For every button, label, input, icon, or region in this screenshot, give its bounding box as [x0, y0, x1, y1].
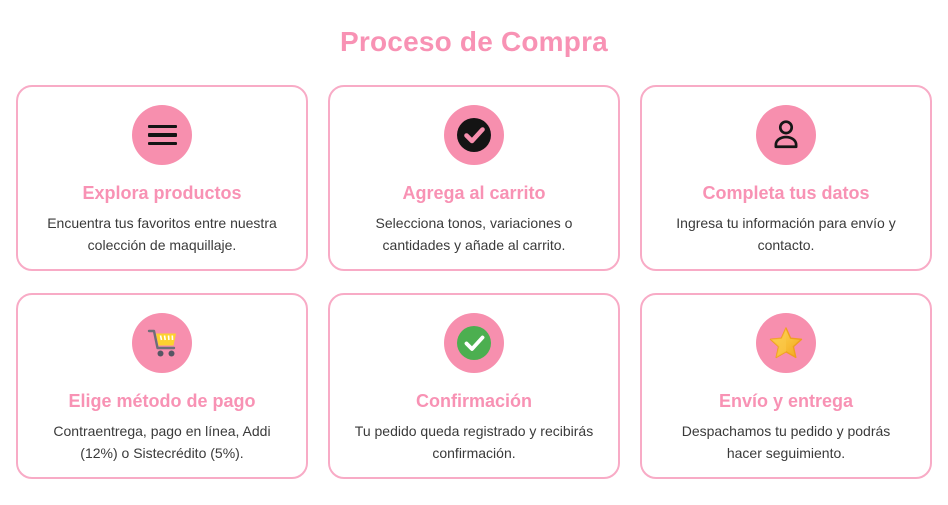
page-title: Proceso de Compra	[340, 26, 608, 57]
card-description: Contraentrega, pago en línea, Addi (12%)…	[53, 423, 271, 461]
card-envio-y-entrega: Envío y entrega Despachamos tu pedido y …	[640, 293, 932, 479]
card-agrega-al-carrito: Agrega al carrito Selecciona tonos, vari…	[328, 85, 620, 271]
card-title: Confirmación	[415, 391, 532, 411]
card-title: Completa tus datos	[702, 183, 870, 203]
card-title: Elige método de pago	[68, 391, 256, 411]
star-icon	[756, 313, 816, 373]
card-description: Selecciona tonos, variaciones o cantidad…	[375, 215, 573, 253]
green-check-icon	[444, 313, 504, 373]
card-explora-productos: Explora productos Encuentra tus favorito…	[16, 85, 308, 271]
card-description: Despachamos tu pedido y podrás hacer seg…	[681, 423, 891, 461]
card-description: Tu pedido queda registrado y recibirás c…	[354, 423, 594, 461]
card-title: Explora productos	[82, 183, 242, 203]
process-steps-grid: Explora productos Encuentra tus favorito…	[0, 85, 948, 479]
card-description: Ingresa tu información para envío y cont…	[676, 215, 896, 253]
card-confirmacion: Confirmación Tu pedido queda registrado …	[328, 293, 620, 479]
person-icon	[756, 105, 816, 165]
cart-icon	[132, 313, 192, 373]
card-elige-metodo-de-pago: Elige método de pago Contraentrega, pago…	[16, 293, 308, 479]
card-title: Envío y entrega	[718, 391, 854, 411]
card-title: Agrega al carrito	[402, 183, 546, 203]
card-completa-tus-datos: Completa tus datos Ingresa tu informació…	[640, 85, 932, 271]
menu-icon	[132, 105, 192, 165]
card-description: Encuentra tus favoritos entre nuestra co…	[47, 215, 277, 253]
black-check-icon	[444, 105, 504, 165]
